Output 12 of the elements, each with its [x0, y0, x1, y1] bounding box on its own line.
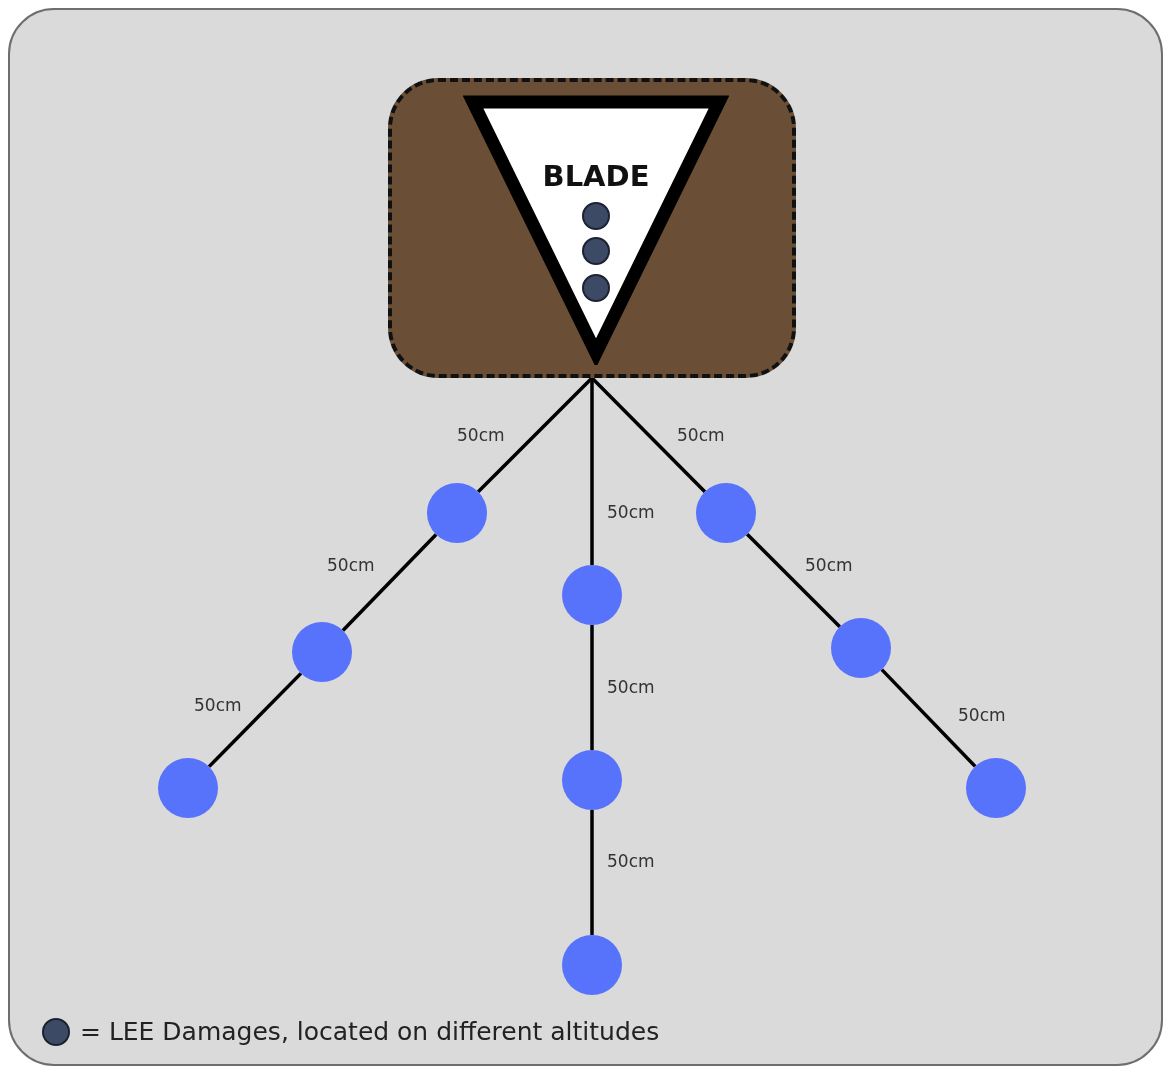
connector-line — [590, 378, 594, 565]
connector-line — [880, 668, 977, 768]
connector-line — [590, 810, 594, 935]
connector-line — [590, 376, 707, 493]
connector-line — [341, 533, 438, 632]
connector-line — [590, 625, 594, 750]
legend-text: = LEE Damages, located on different altitudes — [80, 1016, 660, 1048]
connector-line — [745, 532, 842, 629]
blade-triangle — [463, 93, 729, 365]
blade-box — [388, 78, 796, 378]
node-title: BLADE — [541, 159, 651, 193]
connector-line — [207, 672, 303, 768]
